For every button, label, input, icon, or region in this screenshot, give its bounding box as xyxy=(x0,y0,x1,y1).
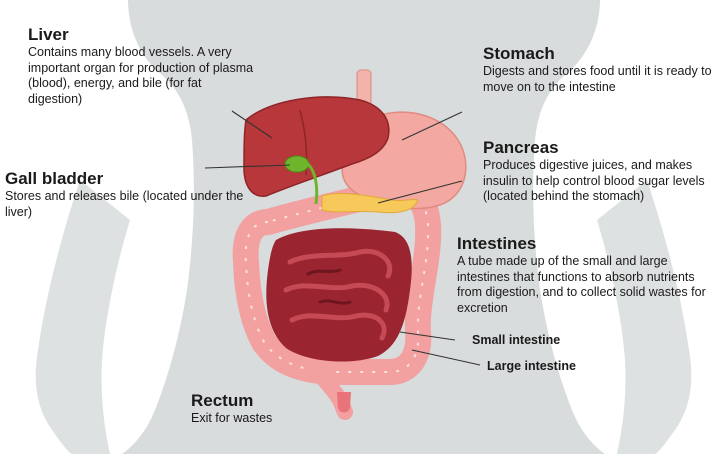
gall-bladder-title: Gall bladder xyxy=(5,169,255,189)
stomach-title: Stomach xyxy=(483,44,723,64)
gall-bladder-description: Stores and releases bile (located under … xyxy=(5,189,255,220)
rectum-description: Exit for wastes xyxy=(191,411,351,427)
small-intestine xyxy=(266,228,411,361)
small-intestine-label: Small intestine xyxy=(472,333,560,348)
gall-bladder xyxy=(285,156,309,172)
label-liver: Liver Contains many blood vessels. A ver… xyxy=(28,25,258,107)
liver-description: Contains many blood vessels. A very impo… xyxy=(28,45,258,107)
label-gall-bladder: Gall bladder Stores and releases bile (l… xyxy=(5,169,255,220)
pancreas-description: Produces digestive juices, and makes ins… xyxy=(483,158,721,205)
label-pancreas: Pancreas Produces digestive juices, and … xyxy=(483,138,721,205)
large-intestine-label: Large intestine xyxy=(487,359,576,374)
liver-title: Liver xyxy=(28,25,258,45)
intestines-description: A tube made up of the small and large in… xyxy=(457,254,719,316)
pancreas-title: Pancreas xyxy=(483,138,721,158)
rectum-title: Rectum xyxy=(191,391,351,411)
stomach-description: Digests and stores food until it is read… xyxy=(483,64,723,95)
label-intestines: Intestines A tube made up of the small a… xyxy=(457,234,719,316)
label-rectum: Rectum Exit for wastes xyxy=(191,391,351,427)
label-stomach: Stomach Digests and stores food until it… xyxy=(483,44,723,95)
intestines-title: Intestines xyxy=(457,234,719,254)
